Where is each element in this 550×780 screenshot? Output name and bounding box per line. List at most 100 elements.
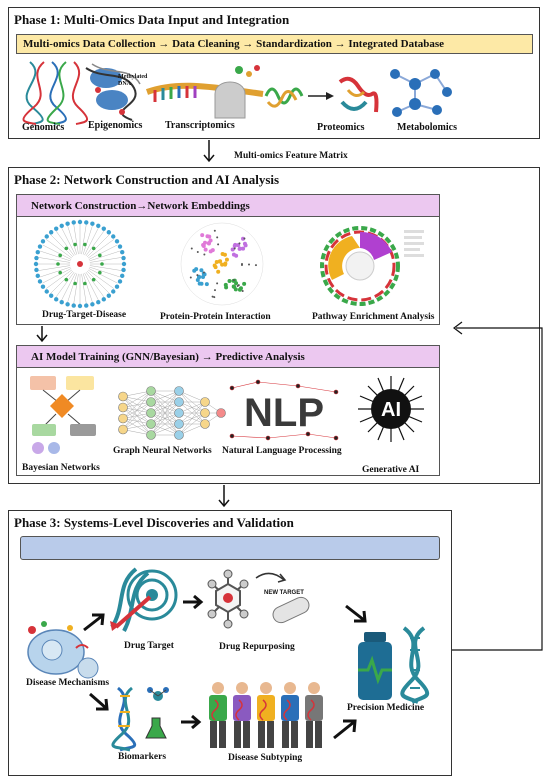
dtd-inner-node	[73, 281, 77, 286]
dtd-node	[35, 273, 40, 279]
gnn-node	[146, 397, 156, 407]
ppi-small-node	[189, 276, 192, 279]
ppi-node	[233, 287, 238, 292]
ppi-small-node	[213, 229, 216, 232]
gnn-node	[146, 419, 156, 429]
ppi-small-node	[238, 242, 241, 245]
ppi-node	[220, 262, 225, 267]
dtd-inner-node	[64, 277, 69, 282]
phase3-title: Phase 3: Systems-Level Discoveries and V…	[14, 515, 294, 530]
drug-target-label: Drug Target	[124, 641, 174, 651]
gnn-node	[146, 430, 156, 440]
dtd-inner-node	[98, 253, 102, 258]
person-figure	[257, 682, 275, 748]
ppi-boundary	[180, 222, 264, 306]
gnn-node	[174, 408, 184, 418]
dtd-node	[101, 226, 106, 231]
ppi-node	[242, 281, 247, 286]
ppi-node	[203, 247, 208, 252]
person-figure	[233, 682, 251, 748]
dtd-node	[54, 226, 59, 231]
nlp-icon: NLP	[229, 379, 339, 441]
dtd-node	[114, 239, 120, 244]
precision-medicine-label: Precision Medicine	[347, 703, 425, 713]
disease-mechanisms-icon	[27, 621, 99, 679]
dtd-node	[111, 289, 116, 294]
dtd-node	[37, 279, 43, 284]
dtd-node	[96, 300, 101, 305]
phase2-panel	[8, 167, 540, 484]
bayesian-network-icon	[30, 376, 96, 454]
dtd-node	[40, 239, 46, 244]
ppi-node	[201, 243, 206, 248]
ppi-node	[222, 252, 227, 257]
ppi-node	[208, 249, 213, 254]
drug-repurposing-label: Drug Repurposing	[219, 642, 295, 652]
ppi-small-node	[213, 296, 216, 299]
gnn-node	[174, 419, 184, 429]
disease-subtyping-people-icon	[209, 682, 323, 748]
dtd-node	[77, 303, 83, 309]
nlp-label: Natural Language Processing	[222, 446, 342, 456]
dtd-node	[77, 219, 83, 225]
gnn-node	[118, 413, 128, 424]
ppi-node	[194, 267, 199, 272]
person-figure	[281, 682, 299, 748]
pathway-label: Pathway Enrichment Analysis	[312, 312, 435, 322]
ppi-small-node	[240, 264, 243, 267]
dtd-node	[117, 279, 123, 284]
dtd-inner-node	[91, 277, 96, 282]
dtd-node	[84, 220, 89, 225]
proteomics-icon	[264, 76, 379, 113]
ppi-small-node	[247, 263, 250, 266]
dtd-inner-node	[73, 242, 77, 247]
disease-subtyping-label: Disease Subtyping	[228, 753, 303, 763]
ppi-small-node	[196, 251, 199, 254]
ppi-small-node	[233, 247, 236, 250]
gnn-node	[174, 430, 184, 440]
drug-target-icon	[110, 567, 178, 632]
ppi-small-node	[211, 295, 214, 298]
drug-repurposing-icon	[207, 569, 310, 629]
dtd-node	[106, 293, 112, 298]
arrow-to-precision-top	[345, 604, 367, 623]
arrow-to-precision-bottom	[333, 719, 357, 740]
dtd-node	[120, 273, 125, 279]
dtd-node	[34, 267, 39, 273]
metabolomics-label: Metabolomics	[397, 122, 457, 133]
gnn-node	[146, 408, 156, 418]
ppi-node	[230, 247, 235, 252]
ppi-node	[227, 278, 232, 283]
metabolomics-icon	[390, 69, 452, 117]
phase2-title: Phase 2: Network Construction and AI Ana…	[14, 172, 280, 187]
gnn-node	[118, 424, 128, 435]
ppi-small-node	[190, 247, 193, 250]
ppi-node	[208, 238, 213, 243]
ppi-small-node	[236, 284, 239, 287]
dtd-node	[84, 303, 89, 308]
dtd-inner-node	[100, 262, 104, 266]
nlp-text: NLP	[244, 391, 324, 435]
dtd-node	[90, 221, 95, 226]
ppi-node	[231, 284, 236, 289]
ppi-small-node	[216, 236, 219, 239]
graph-neural-network-icon	[118, 386, 226, 440]
dtd-node	[59, 223, 64, 228]
ppi-node	[224, 257, 229, 262]
dtd-node	[34, 255, 39, 261]
ppi-node	[216, 269, 221, 274]
ppi-node	[241, 246, 246, 251]
dtd-node	[48, 293, 54, 298]
dtd-node	[96, 223, 101, 228]
ppi-node	[197, 281, 202, 286]
dtd-node	[44, 289, 49, 294]
pathway-circular-chart	[320, 226, 424, 306]
ai-box	[16, 368, 440, 476]
arrow-to-biomarkers	[89, 692, 109, 711]
bayesian-label: Bayesian Networks	[22, 463, 100, 473]
ppi-small-node	[203, 253, 206, 256]
ppi-node	[204, 282, 209, 287]
gnn-node	[118, 402, 128, 413]
methylated-dna-label: Methylated DNA	[118, 74, 148, 87]
epigenomics-label: Epigenomics	[88, 120, 143, 131]
